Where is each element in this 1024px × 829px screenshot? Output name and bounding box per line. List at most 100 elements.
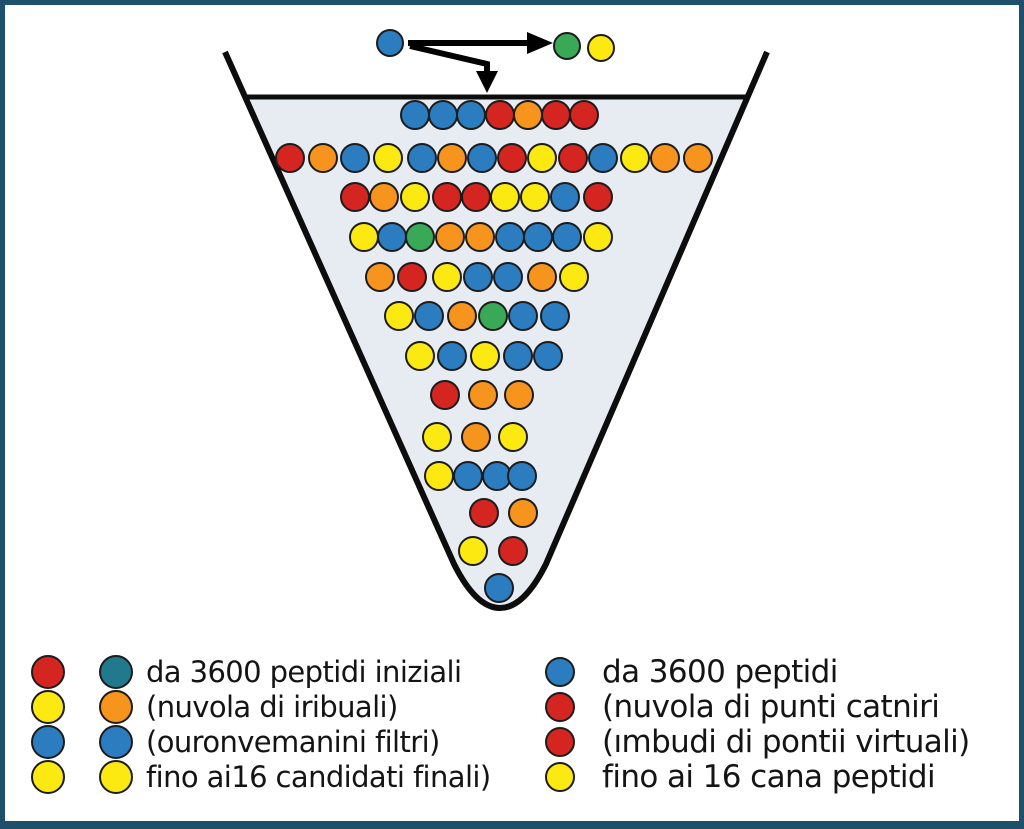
green-dot <box>478 301 508 331</box>
legend-swatches <box>31 654 133 689</box>
yellow-dot <box>527 143 557 173</box>
funnel-outline <box>222 50 770 612</box>
funnel-dots <box>275 100 713 603</box>
blue-dot <box>453 461 483 491</box>
yellow-dot <box>559 262 589 292</box>
legend-label: fino ai 16 cana peptidi <box>602 758 936 795</box>
yellow-dot <box>373 143 403 173</box>
yellow-dot <box>384 301 414 331</box>
red-dot <box>558 143 588 173</box>
blue-dot <box>508 301 538 331</box>
yellow-dot <box>422 422 452 452</box>
legend-row: (nuvola di iribuali) <box>31 689 491 724</box>
blue-dot <box>552 222 582 252</box>
orange-dot <box>513 100 543 130</box>
blue-dot <box>540 301 570 331</box>
blue-dot <box>495 222 525 252</box>
legend-row: fino ai16 candidati finali) <box>31 759 491 794</box>
yellow-dot <box>424 461 454 491</box>
yellow-dot <box>520 182 550 212</box>
blue-dot <box>463 262 493 292</box>
yellow-dot <box>458 536 488 566</box>
red-dot <box>430 380 460 410</box>
blue-dot <box>428 100 458 130</box>
blue-swatch <box>31 724 65 759</box>
legend-swatches <box>545 656 575 687</box>
legend-label: (ımbudi di pontii virtuali) <box>602 723 970 760</box>
red-dot <box>541 100 571 130</box>
yellow-swatch <box>545 761 575 792</box>
arrow-right-head <box>527 32 553 54</box>
legend-row: (ımbudi di pontii virtuali) <box>545 723 970 760</box>
red-dot <box>397 262 427 292</box>
blue-dot <box>437 341 467 371</box>
blue-dot <box>533 341 563 371</box>
legend-label: (nuvola di punti catniri <box>602 688 940 725</box>
legend-left: da 3600 peptidi iniziali (nuvola di irib… <box>31 654 491 794</box>
orange-dot <box>527 262 557 292</box>
yellow-swatch <box>31 759 65 794</box>
legend-row: (nuvola di punti catniri <box>545 688 970 725</box>
orange-dot <box>468 380 498 410</box>
orange-dot <box>308 143 338 173</box>
yellow-dot <box>349 222 379 252</box>
red-dot <box>485 100 515 130</box>
legend-swatches <box>545 691 575 722</box>
legend-label: fino ai16 candidati finali) <box>146 759 491 794</box>
legend-label: da 3600 peptidi iniziali <box>146 654 462 689</box>
red-dot <box>275 143 305 173</box>
source-peptide-dot <box>376 29 404 57</box>
orange-dot <box>447 301 477 331</box>
blue-swatch <box>545 656 575 687</box>
legend-label: (nuvola di iribuali) <box>146 689 398 724</box>
red-dot <box>461 182 491 212</box>
yellow-dot <box>490 182 520 212</box>
orange-dot <box>650 143 680 173</box>
yellow-dot <box>498 422 528 452</box>
orange-dot <box>435 222 465 252</box>
legend-row: (ouronvemanini filtri) <box>31 724 491 759</box>
legend-swatches <box>31 689 133 724</box>
orange-dot <box>465 222 495 252</box>
orange-dot <box>437 143 467 173</box>
legend-swatches <box>31 759 133 794</box>
red-swatch <box>545 691 575 722</box>
red-dot <box>432 182 462 212</box>
yellow-dot <box>470 341 500 371</box>
orange-dot <box>683 143 713 173</box>
red-dot <box>497 143 527 173</box>
blue-dot <box>407 143 437 173</box>
red-swatch <box>545 726 575 757</box>
blue-dot <box>456 100 486 130</box>
legend-label: (ouronvemanini filtri) <box>146 724 440 759</box>
blue-dot <box>484 573 514 603</box>
red-dot <box>569 100 599 130</box>
blue-dot <box>503 341 533 371</box>
orange-dot <box>365 262 395 292</box>
yellow-dot <box>620 143 650 173</box>
yellow-dot <box>405 341 435 371</box>
red-dot <box>340 182 370 212</box>
red-dot <box>469 498 499 528</box>
blue-dot <box>414 301 444 331</box>
blue-dot <box>482 461 512 491</box>
yellow-dot <box>400 182 430 212</box>
orange-dot <box>461 422 491 452</box>
blue-dot <box>340 143 370 173</box>
result-peptide-dot <box>587 34 615 62</box>
legend-swatches <box>545 761 575 792</box>
orange-swatch <box>99 689 133 724</box>
legend-row: fino ai 16 cana peptidi <box>545 758 970 795</box>
legend-right: da 3600 peptidi (nuvola di punti catniri… <box>545 653 970 795</box>
orange-dot <box>369 182 399 212</box>
green-dot <box>405 222 435 252</box>
blue-dot <box>493 262 523 292</box>
yellow-dot <box>432 262 462 292</box>
arrow-down-head <box>476 71 498 93</box>
legend-row: da 3600 peptidi iniziali <box>31 654 491 689</box>
teal-swatch <box>99 654 133 689</box>
legend-label: da 3600 peptidi <box>602 653 838 690</box>
